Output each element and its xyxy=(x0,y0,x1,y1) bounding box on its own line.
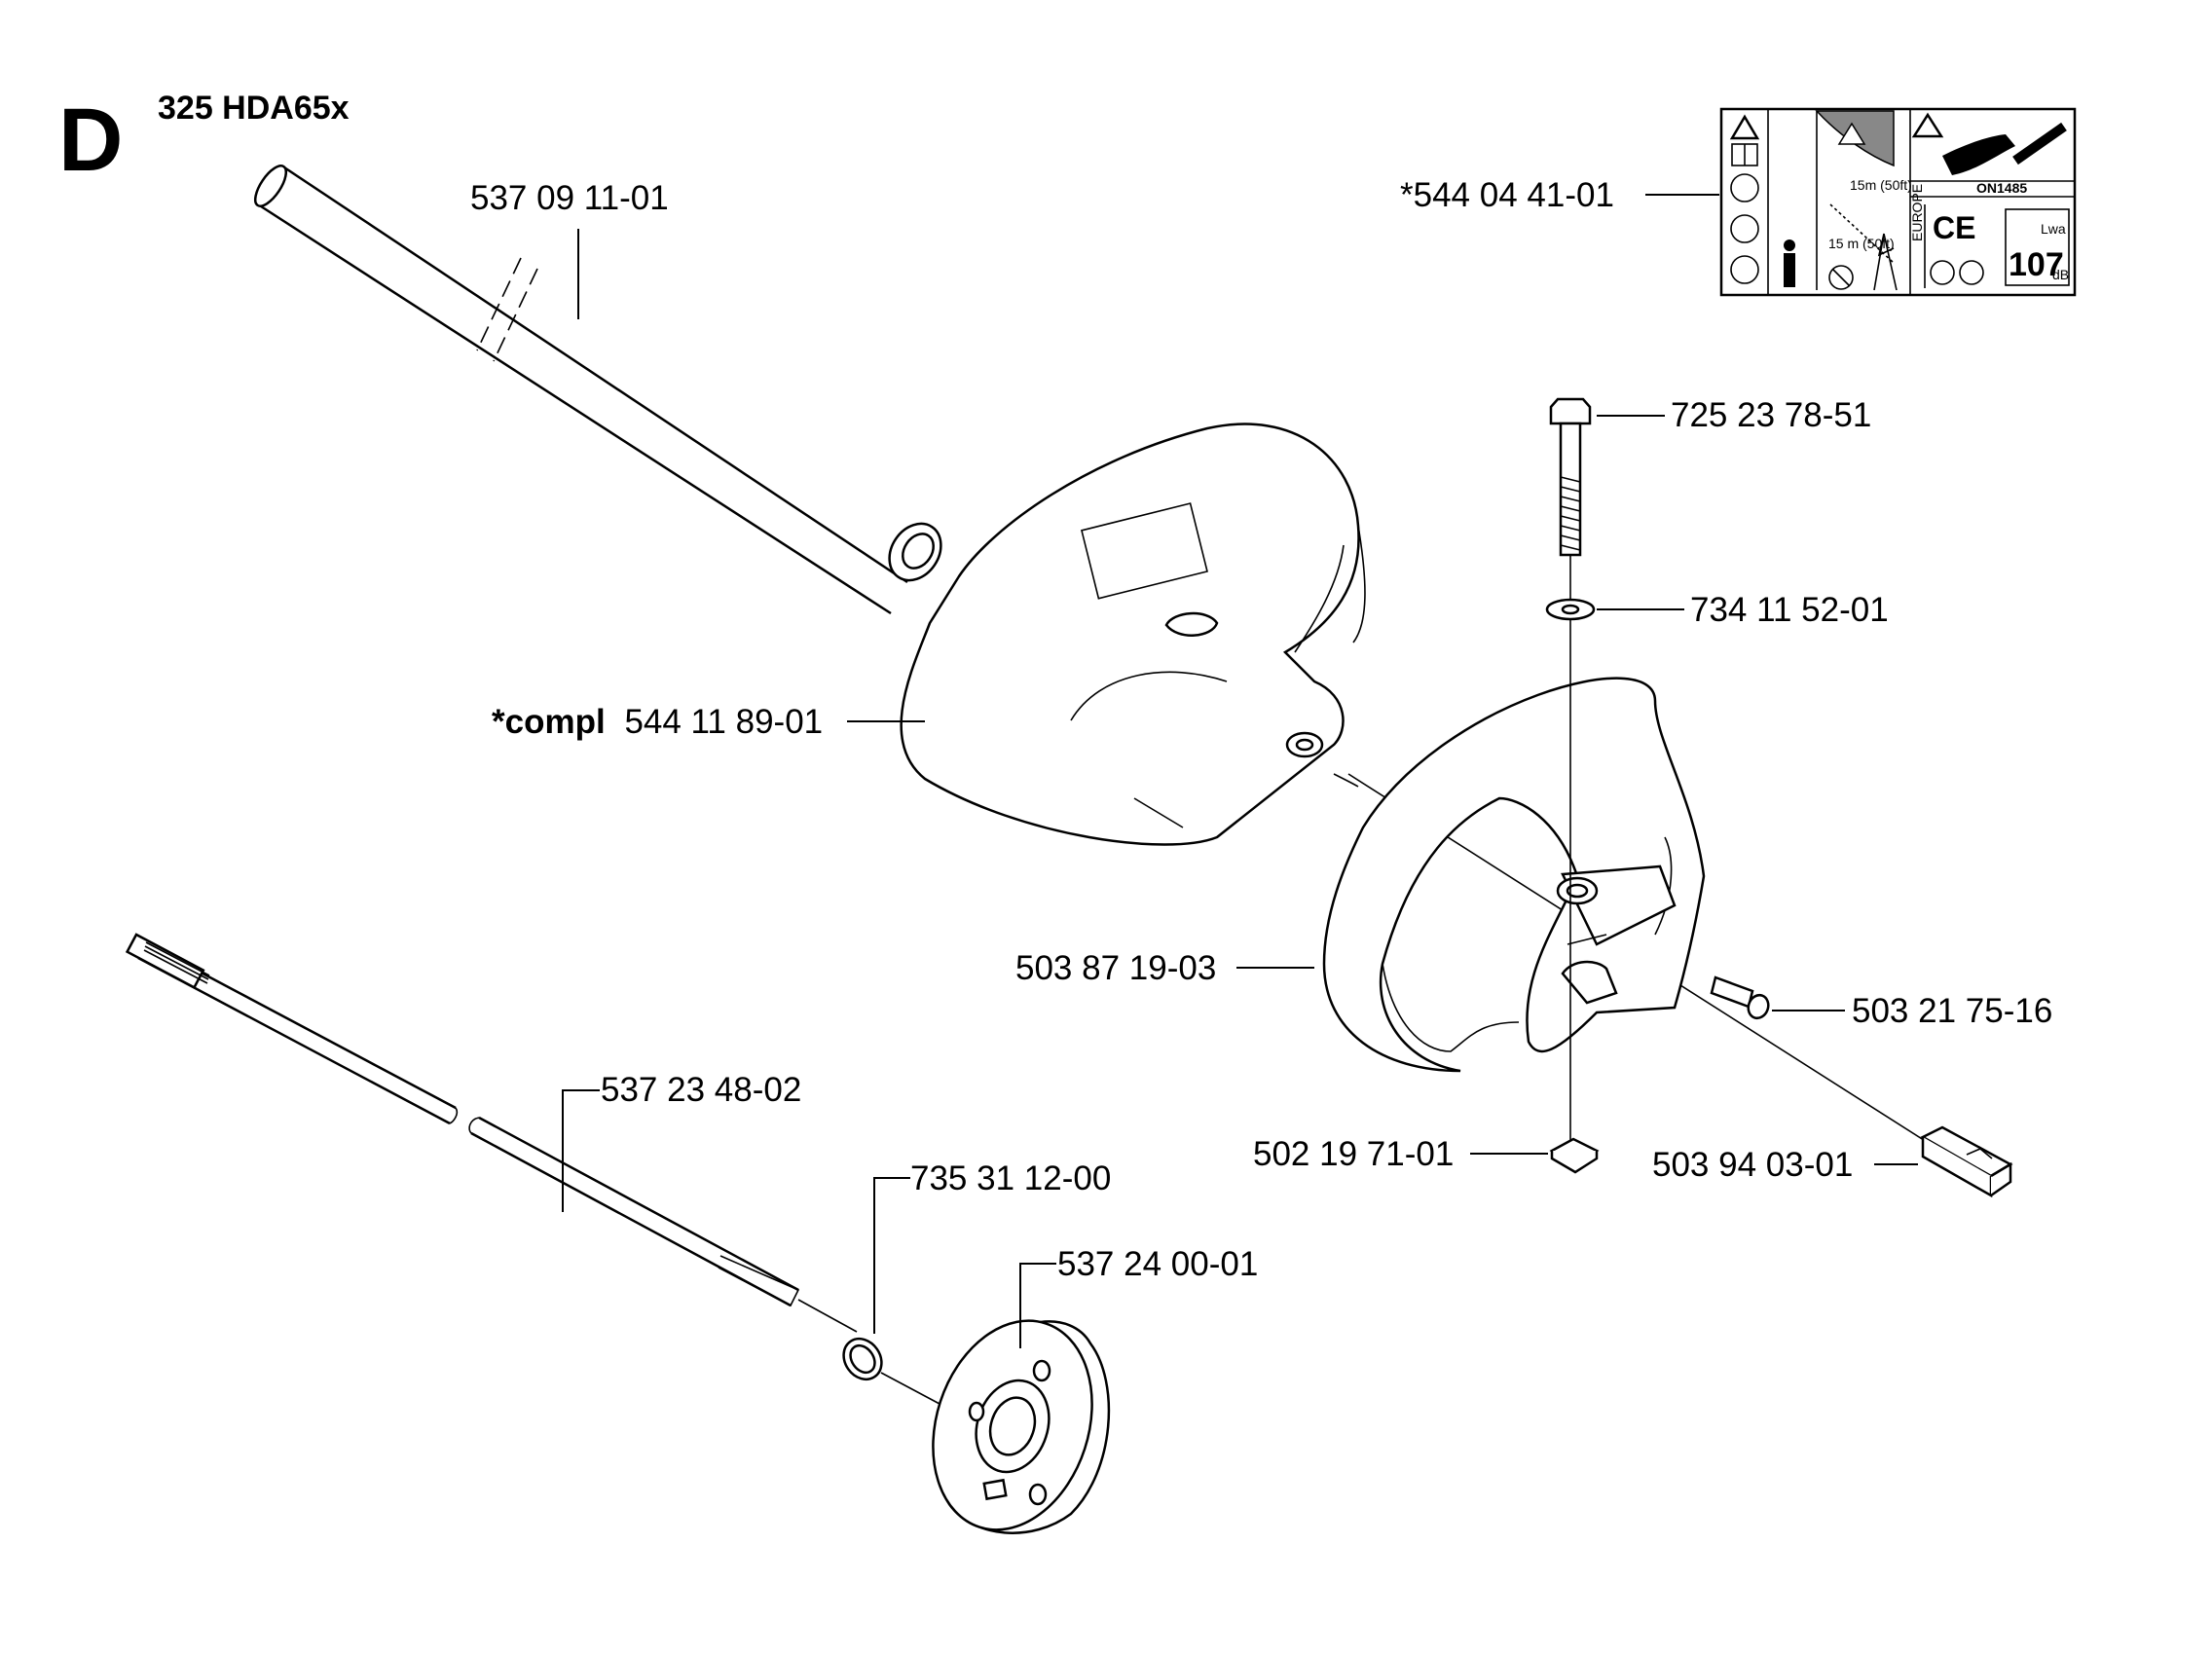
decal-distance-1: 15m (50ft) xyxy=(1850,177,1912,193)
tube xyxy=(253,165,942,615)
leader-drive-shaft xyxy=(562,1089,600,1212)
warning-decal: 15m (50ft) 15 m (50ft) ON1485 EUROPE CE … xyxy=(1719,107,2077,297)
screw xyxy=(1710,975,1770,1020)
part-prefix-guard: *compl xyxy=(492,703,606,741)
sound-symbol: Lwa xyxy=(2041,221,2066,237)
square-nut xyxy=(1549,1137,1600,1174)
approval-mark-icon xyxy=(1930,260,1955,285)
hedge-blade-icon xyxy=(2012,122,2067,166)
helmet-icon xyxy=(1730,173,1759,202)
part-number-warning-decal: *544 04 41-01 xyxy=(1400,176,1614,214)
no-bystander-icon xyxy=(1828,265,1854,290)
bystander-icon xyxy=(1784,239,1795,251)
operator-icon xyxy=(1873,233,1898,291)
part-number-guard: *compl 544 11 89-01 xyxy=(492,703,823,741)
ear-protection-icon xyxy=(1730,214,1759,243)
warning-triangle-icon xyxy=(1729,114,1760,140)
drive-shaft xyxy=(125,933,858,1333)
part-number-clip: 503 94 03-01 xyxy=(1652,1146,1853,1184)
o-ring xyxy=(842,1337,883,1381)
approval-mark-icon-2 xyxy=(1959,260,1984,285)
sound-level-unit: dB xyxy=(2052,267,2069,282)
part-number-guard-value: 544 11 89-01 xyxy=(624,703,823,741)
part-number-loop-handle: 503 87 19-03 xyxy=(1015,949,1216,987)
decal-standard: ON1485 xyxy=(1976,180,2027,196)
clutch-drum xyxy=(932,1319,1111,1534)
hand-icon xyxy=(1942,134,2015,175)
bolt xyxy=(1549,397,1592,557)
decal-region: EUROPE xyxy=(1909,184,1925,241)
warning-triangle-icon-2 xyxy=(1911,112,1944,138)
leader-clutch-drum xyxy=(1019,1263,1056,1348)
gloves-icon xyxy=(1730,255,1759,284)
part-number-tube: 537 09 11-01 xyxy=(470,179,669,217)
part-number-o-ring: 735 31 12-00 xyxy=(910,1159,1111,1197)
blade-guard xyxy=(900,423,1366,846)
sound-level-badge xyxy=(2005,208,2070,286)
part-number-clutch-drum: 537 24 00-01 xyxy=(1057,1245,1258,1283)
section-letter: D xyxy=(58,91,123,190)
part-number-washer: 734 11 52-01 xyxy=(1690,591,1889,629)
model-title: 325 HDA65x xyxy=(158,90,350,127)
leader-o-ring xyxy=(873,1177,910,1334)
sound-level-value: 107 xyxy=(2009,246,2064,283)
part-number-square-nut: 502 19 71-01 xyxy=(1253,1135,1454,1173)
loop-handle xyxy=(1322,677,1706,1073)
decal-distance-2: 15 m (50ft) xyxy=(1828,236,1895,251)
washer xyxy=(1545,598,1596,621)
part-number-drive-shaft: 537 23 48-02 xyxy=(601,1071,801,1109)
part-number-screw: 503 21 75-16 xyxy=(1852,992,2052,1030)
part-number-bolt: 725 23 78-51 xyxy=(1671,396,1871,434)
ce-mark: CE xyxy=(1933,210,1975,245)
clip xyxy=(1920,1125,2013,1198)
